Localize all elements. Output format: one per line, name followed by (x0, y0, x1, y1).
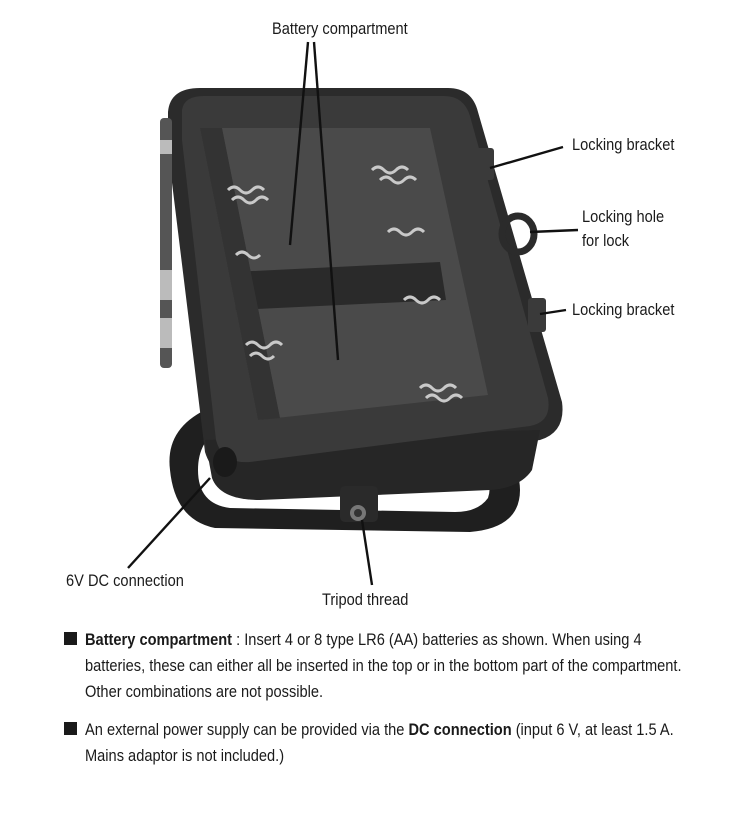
tripod-thread-mount (340, 486, 378, 522)
label-locking-hole-line2: for lock (582, 231, 630, 250)
battery-housing-illustration (127, 41, 579, 586)
notes-list: Battery compartment : Insert 4 or 8 type… (64, 627, 714, 781)
bullet-square-icon (64, 722, 77, 735)
dc-connection-port (213, 447, 237, 477)
note-1-text: : Insert 4 or 8 type LR6 (AA) batteries … (85, 630, 682, 701)
locking-hole (498, 212, 538, 256)
leader-lines (127, 41, 579, 586)
note-2-bold: DC connection (408, 720, 512, 739)
label-locking-bracket-bottom: Locking bracket (572, 300, 675, 319)
note-2-after: (input 6 V, at least 1.5 A. Mains adapto… (85, 720, 674, 765)
label-locking-bracket-top: Locking bracket (572, 135, 675, 154)
compartment-divider (232, 262, 446, 310)
locking-bracket-bottom (528, 298, 546, 332)
label-locking-hole-line1: Locking hole (582, 207, 665, 226)
note-dc-connection: An external power supply can be provided… (64, 717, 714, 769)
note-2-before: An external power supply can be provided… (85, 720, 409, 739)
hinge (160, 118, 172, 368)
bullet-square-icon (64, 632, 77, 645)
locking-bracket-top (476, 148, 494, 180)
battery-springs (226, 165, 464, 403)
label-tripod-thread: Tripod thread (322, 590, 409, 609)
note-1-bold: Battery compartment (85, 630, 233, 649)
label-dc-connection: 6V DC connection (66, 571, 184, 590)
diagram: Battery compartment Locking bracket Lock… (66, 19, 675, 609)
label-battery-compartment: Battery compartment (272, 19, 408, 38)
note-battery-compartment: Battery compartment : Insert 4 or 8 type… (64, 627, 714, 705)
